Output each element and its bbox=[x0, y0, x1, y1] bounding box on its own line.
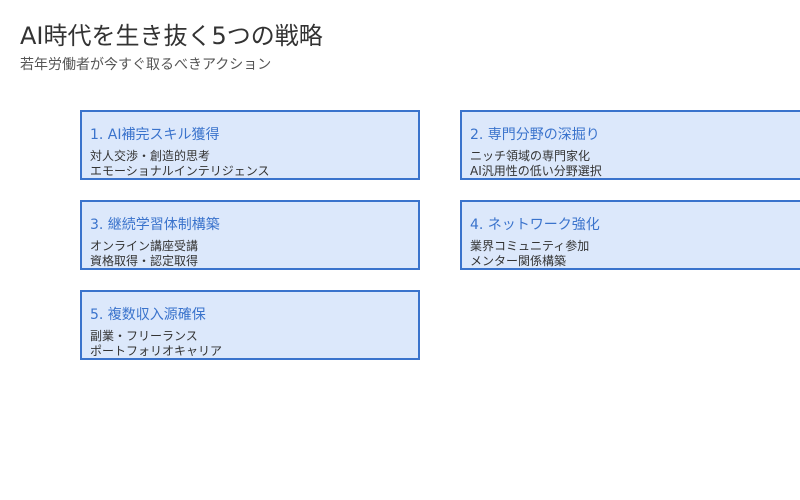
strategy-card-line: ニッチ領域の専門家化 bbox=[470, 149, 591, 163]
strategy-card-line: 副業・フリーランス bbox=[90, 329, 198, 343]
strategy-card-4: 4. ネットワーク強化 業界コミュニティ参加 メンター関係構築 bbox=[460, 200, 800, 270]
strategy-card-1: 1. AI補完スキル獲得 対人交渉・創造的思考 エモーショナルインテリジェンス bbox=[80, 110, 420, 180]
page-subtitle: 若年労働者が今すぐ取るべきアクション bbox=[20, 57, 272, 73]
strategy-card-title: 4. ネットワーク強化 bbox=[470, 217, 600, 233]
strategy-card-5: 5. 複数収入源確保 副業・フリーランス ポートフォリオキャリア bbox=[80, 290, 420, 360]
strategy-card-title: 2. 専門分野の深掘り bbox=[470, 127, 600, 143]
strategy-card-2: 2. 専門分野の深掘り ニッチ領域の専門家化 AI汎用性の低い分野選択 bbox=[460, 110, 800, 180]
strategy-card-line: 対人交渉・創造的思考 bbox=[90, 149, 211, 163]
strategy-card-line: 業界コミュニティ参加 bbox=[470, 239, 590, 253]
strategy-card-line: AI汎用性の低い分野選択 bbox=[470, 164, 602, 178]
strategy-card-line: ポートフォリオキャリア bbox=[90, 344, 223, 358]
strategy-card-3: 3. 継続学習体制構築 オンライン講座受講 資格取得・認定取得 bbox=[80, 200, 420, 270]
page-title: AI時代を生き抜く5つの戦略 bbox=[20, 22, 323, 50]
strategy-card-line: エモーショナルインテリジェンス bbox=[90, 164, 270, 178]
strategy-card-line: オンライン講座受講 bbox=[90, 239, 199, 253]
strategy-card-title: 1. AI補完スキル獲得 bbox=[90, 127, 220, 143]
strategy-card-title: 5. 複数収入源確保 bbox=[90, 307, 206, 323]
strategy-card-line: メンター関係構築 bbox=[470, 254, 567, 268]
strategy-card-line: 資格取得・認定取得 bbox=[90, 254, 199, 268]
strategy-card-title: 3. 継続学習体制構築 bbox=[90, 217, 220, 233]
